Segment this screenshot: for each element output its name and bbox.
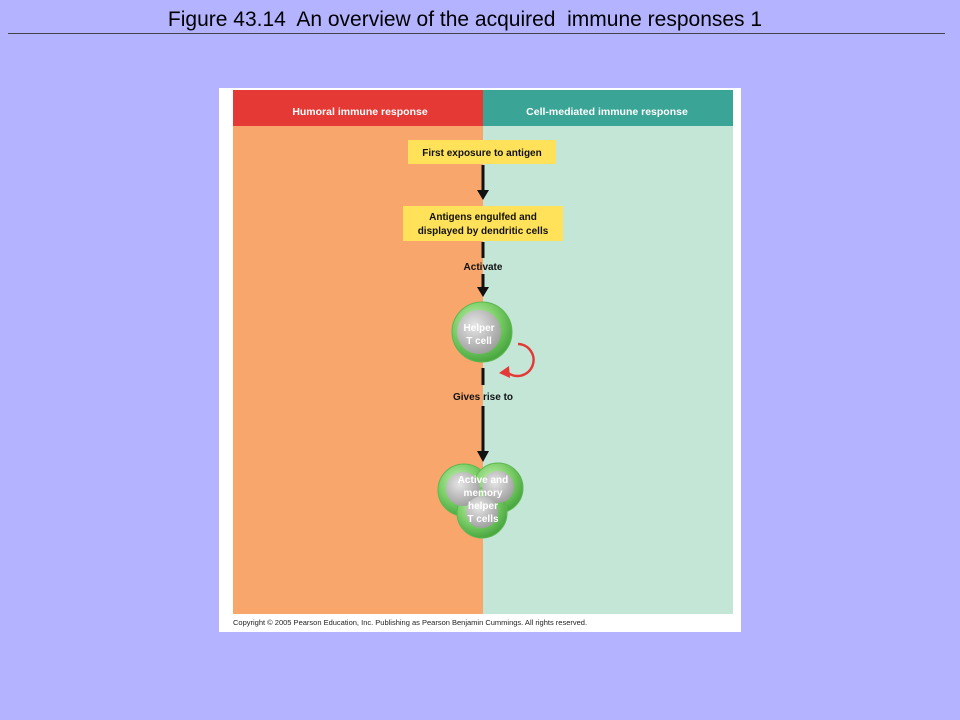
cell-mediated-column: [483, 124, 733, 614]
helper-label-line1: Helper: [463, 323, 494, 334]
memory-label-line1: Active and: [458, 475, 509, 486]
memory-label-line2: memory: [464, 488, 503, 499]
engulfed-box: [403, 206, 563, 241]
helper-t-cell: [451, 301, 513, 363]
activate-label: Activate: [464, 262, 503, 273]
arrow-head-2: [477, 287, 489, 297]
engulfed-label-line2: displayed by dendritic cells: [418, 226, 549, 237]
memory-helper-t-cells: [437, 462, 524, 539]
slide-title: Figure 43.14 An overview of the acquired…: [167, 8, 763, 31]
humoral-header-label: Humoral immune response: [292, 106, 428, 118]
memory-label-line3: helper: [468, 501, 498, 512]
engulfed-label-line1: Antigens engulfed and: [429, 212, 537, 223]
copyright-notice: Copyright © 2005 Pearson Education, Inc.…: [233, 618, 588, 627]
proliferation-cycle-arrow: [506, 342, 535, 378]
arrow-head-3: [477, 451, 489, 462]
arrow-head-1: [477, 190, 489, 200]
first-exposure-label: First exposure to antigen: [422, 148, 541, 159]
gives-rise-label: Gives rise to: [453, 392, 513, 403]
cell-mediated-header-label: Cell-mediated immune response: [526, 106, 688, 118]
first-exposure-box: [408, 140, 556, 164]
humoral-column: [233, 124, 483, 614]
cell-mediated-header: [483, 90, 733, 126]
helper-label-line2: T cell: [466, 336, 492, 347]
figure-panel: Humoral immune response Cell-mediated im…: [219, 88, 741, 632]
immune-response-diagram: Humoral immune response Cell-mediated im…: [233, 90, 733, 614]
memory-label-line4: T cells: [467, 514, 499, 525]
proliferation-cycle-arrowhead: [499, 366, 510, 378]
humoral-header: [233, 90, 483, 126]
title-divider: [8, 33, 945, 34]
